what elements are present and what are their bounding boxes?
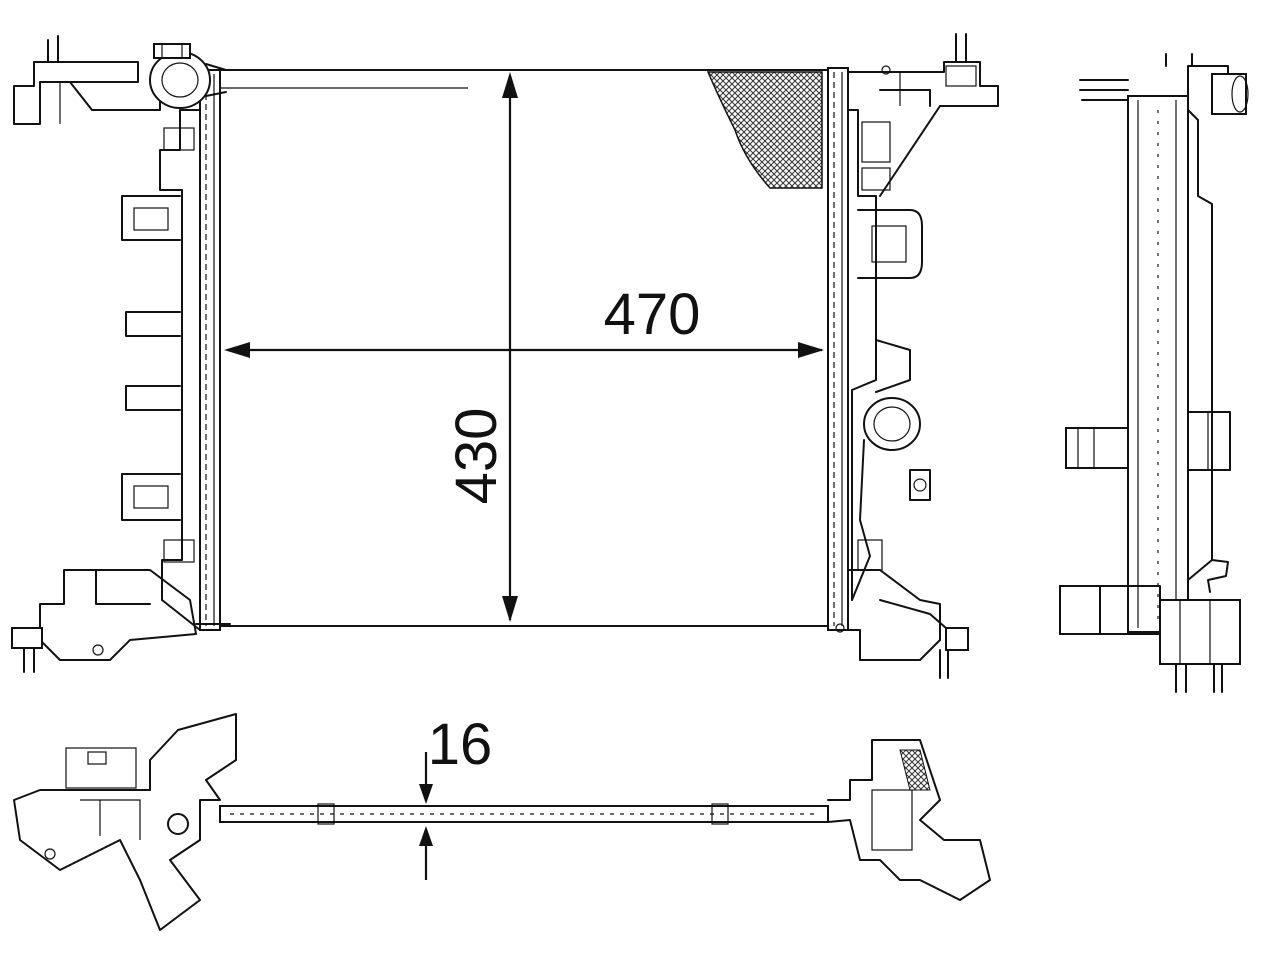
height-dimension: 430 <box>444 72 518 622</box>
left-tank <box>121 69 221 631</box>
left-top-mount <box>13 35 161 125</box>
fin-hatch-area <box>706 71 823 189</box>
height-dimension-label: 430 <box>444 408 509 505</box>
top-view-hatch <box>899 749 931 791</box>
right-tank <box>827 67 931 631</box>
left-bottom-mount <box>11 569 231 673</box>
top-view: 16 <box>13 712 991 931</box>
thickness-dimension: 16 <box>419 712 492 880</box>
upper-hose-neck <box>149 43 227 109</box>
right-bottom-mount <box>835 569 969 679</box>
thickness-dimension-label: 16 <box>428 712 493 777</box>
right-top-mount <box>847 33 999 197</box>
width-dimension: 470 <box>224 282 824 358</box>
front-view: 470 430 <box>11 33 999 679</box>
side-view <box>1059 53 1249 693</box>
radiator-core <box>219 69 829 627</box>
width-dimension-label: 470 <box>604 282 701 347</box>
